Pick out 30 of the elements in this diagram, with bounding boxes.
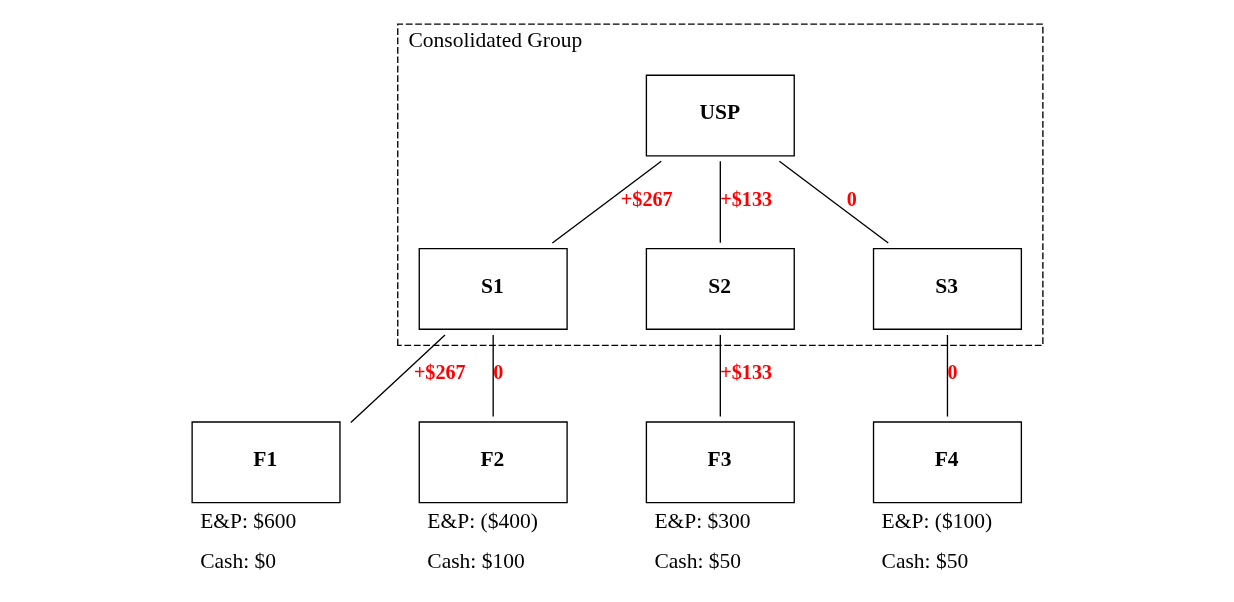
node-box: F1 [190, 421, 341, 504]
edge-label: +$133 [719, 360, 772, 383]
node-label: E&P: ($100) [881, 508, 992, 533]
edge-label: +$267 [620, 187, 673, 210]
edge-label: 0 [492, 360, 503, 383]
node-label: Cash: $50 [881, 549, 968, 574]
node-box: S1 [418, 247, 568, 330]
node-box: F4 [872, 421, 1022, 504]
edge-label: 0 [946, 360, 958, 383]
connector [492, 334, 494, 418]
node-label: E&P: $600 [199, 508, 296, 533]
node-box: F3 [645, 421, 795, 504]
connector [551, 160, 662, 244]
connector [719, 160, 721, 244]
edge-label: +$267 [413, 360, 466, 383]
node-label: Cash: $100 [426, 549, 525, 574]
connector [946, 334, 948, 418]
node-label: Cash: $0 [199, 549, 276, 574]
connector [719, 334, 721, 418]
node-box: S2 [645, 247, 795, 330]
node-label: E&P: $300 [653, 508, 751, 533]
connector [778, 160, 889, 244]
node-box: F2 [418, 421, 568, 504]
connector [349, 334, 446, 424]
node-box: S3 [872, 247, 1022, 330]
node-box: USP [645, 74, 795, 157]
edge-label: +$133 [719, 187, 772, 210]
node-label: E&P: ($400) [426, 508, 538, 533]
edge-label: 0 [846, 187, 857, 210]
node-label: Cash: $50 [653, 549, 741, 574]
